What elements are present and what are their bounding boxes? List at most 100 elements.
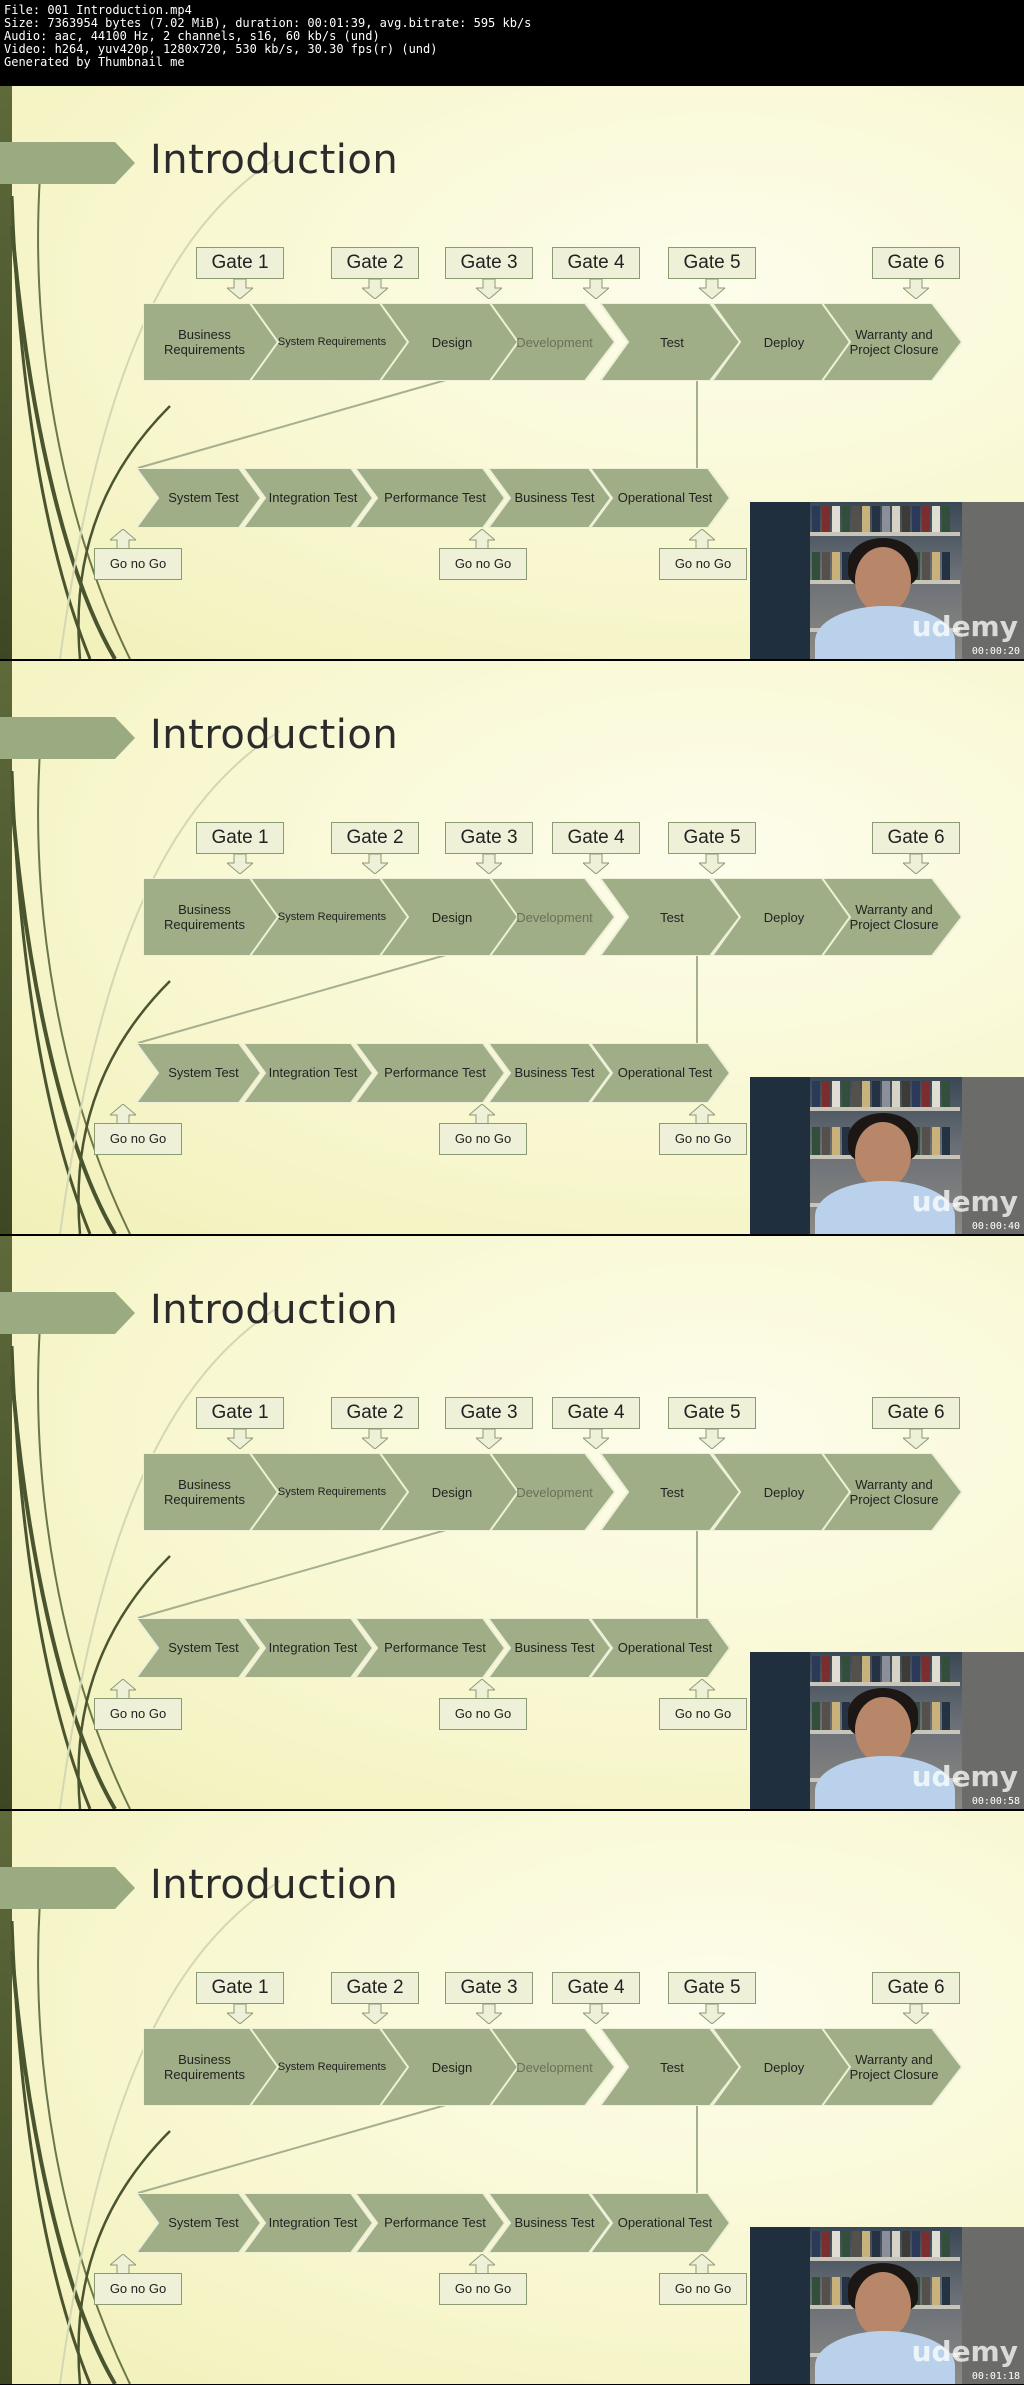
gate-box: Gate 6 xyxy=(872,247,960,279)
stage-chevron-shape xyxy=(380,303,520,381)
test-stage-shape xyxy=(136,1618,261,1678)
book xyxy=(842,506,850,532)
stage-label: Business Requirements xyxy=(164,2052,245,2082)
title-accent-bar xyxy=(0,717,135,759)
test-stage-label: System Test xyxy=(168,1065,239,1080)
book xyxy=(812,1127,820,1155)
bookshelf-board xyxy=(810,1682,960,1686)
stage-label: Business Requirements xyxy=(164,1477,245,1507)
stage-chevron-shape xyxy=(143,303,280,381)
stage-chevron-shape xyxy=(712,2028,852,2106)
stage-label: Development xyxy=(516,334,593,350)
gate-box: Gate 5 xyxy=(668,247,756,279)
gate-box: Gate 6 xyxy=(872,822,960,854)
test-stage-shape xyxy=(355,468,505,528)
gate-box: Gate 3 xyxy=(445,1972,533,2004)
gate-down-arrow-icon xyxy=(362,2004,388,2024)
instructor-shirt xyxy=(815,1181,955,1234)
book xyxy=(812,1656,820,1682)
book xyxy=(942,1656,950,1682)
go-no-go-box: Go no Go xyxy=(94,548,182,580)
bookshelf-board xyxy=(810,2257,960,2261)
gate-down-arrow-icon xyxy=(362,279,388,299)
decorative-curve xyxy=(10,800,117,1234)
decorative-curve xyxy=(10,1950,117,2384)
stage-chevron-shape xyxy=(490,878,615,956)
book xyxy=(932,1081,940,1107)
stage-chevron: Development xyxy=(490,2028,615,2106)
book xyxy=(892,1081,900,1107)
test-stage-label: Performance Test xyxy=(384,2215,486,2230)
test-stage-label: Business Test xyxy=(514,2215,595,2230)
book xyxy=(832,1656,840,1682)
gate-box: Gate 2 xyxy=(331,822,419,854)
gate-down-arrow-icon xyxy=(227,279,253,299)
stage-label: Test xyxy=(660,334,684,350)
go-no-go-up-arrow-icon xyxy=(689,1679,715,1699)
book xyxy=(832,1127,840,1155)
decorative-curve xyxy=(77,1555,171,1809)
title-accent-shape xyxy=(0,142,135,184)
udemy-watermark: udemy xyxy=(911,2335,1018,2368)
header-line: Generated by Thumbnail me xyxy=(4,55,185,69)
go-no-go-up-arrow-icon xyxy=(469,1679,495,1699)
book xyxy=(852,2231,860,2257)
title-accent-bar xyxy=(0,142,135,184)
book xyxy=(822,1702,830,1730)
title-accent-bar xyxy=(0,1867,135,1909)
book xyxy=(822,1656,830,1682)
title-accent-shape xyxy=(0,1867,135,1909)
test-stage-shape xyxy=(590,1043,730,1103)
book xyxy=(882,506,890,532)
book xyxy=(942,506,950,532)
book xyxy=(912,2231,920,2257)
book xyxy=(842,1127,850,1155)
stage-chevron-shape xyxy=(712,303,852,381)
right-wall xyxy=(962,1652,1024,1809)
book xyxy=(832,552,840,580)
stage-label: Design xyxy=(431,1484,473,1500)
go-no-go-up-arrow-icon xyxy=(110,2254,136,2274)
stage-chevron-shape xyxy=(822,878,962,956)
book xyxy=(812,2231,820,2257)
stage-chevron-shape xyxy=(380,2028,520,2106)
book xyxy=(842,2231,850,2257)
go-no-go-box: Go no Go xyxy=(439,1123,527,1155)
test-stage-label: Performance Test xyxy=(384,490,486,505)
gate-box: Gate 2 xyxy=(331,1397,419,1429)
book xyxy=(932,1702,940,1730)
test-stage-shape xyxy=(136,468,261,528)
frame-timestamp: 00:00:20 xyxy=(971,646,1020,657)
book xyxy=(822,2277,830,2305)
test-stage-label: System Test xyxy=(168,490,239,505)
book xyxy=(902,1656,910,1682)
stage-chevron: Warranty and Project Closure xyxy=(822,878,962,956)
test-stage-shape xyxy=(488,1618,611,1678)
test-stage-shape xyxy=(488,468,611,528)
slide-title: Introduction xyxy=(150,712,399,758)
stage-label: Test xyxy=(660,909,684,925)
decorative-curve xyxy=(37,175,131,659)
book xyxy=(862,2231,870,2257)
frame-timestamp: 00:01:18 xyxy=(971,2371,1020,2382)
stage-chevron: Test xyxy=(600,1453,740,1531)
stage-chevron: Deploy xyxy=(712,2028,852,2106)
book xyxy=(932,552,940,580)
instructor-face xyxy=(855,1122,911,1188)
stage-chevron: Deploy xyxy=(712,1453,852,1531)
test-stage-chevron: Performance Test xyxy=(355,1043,505,1103)
book xyxy=(942,2277,950,2305)
test-stage-chevron: Operational Test xyxy=(590,1618,730,1678)
stage-label: Development xyxy=(516,2059,593,2075)
gate-down-arrow-icon xyxy=(699,1429,725,1449)
test-stage-chevron: System Test xyxy=(136,468,261,528)
test-stage-chevron: Business Test xyxy=(488,2193,611,2253)
gate-box: Gate 1 xyxy=(196,1972,284,2004)
test-stage-label: Integration Test xyxy=(268,490,358,505)
test-stage-chevron: Operational Test xyxy=(590,468,730,528)
book xyxy=(932,1127,940,1155)
gate-box: Gate 6 xyxy=(872,1397,960,1429)
